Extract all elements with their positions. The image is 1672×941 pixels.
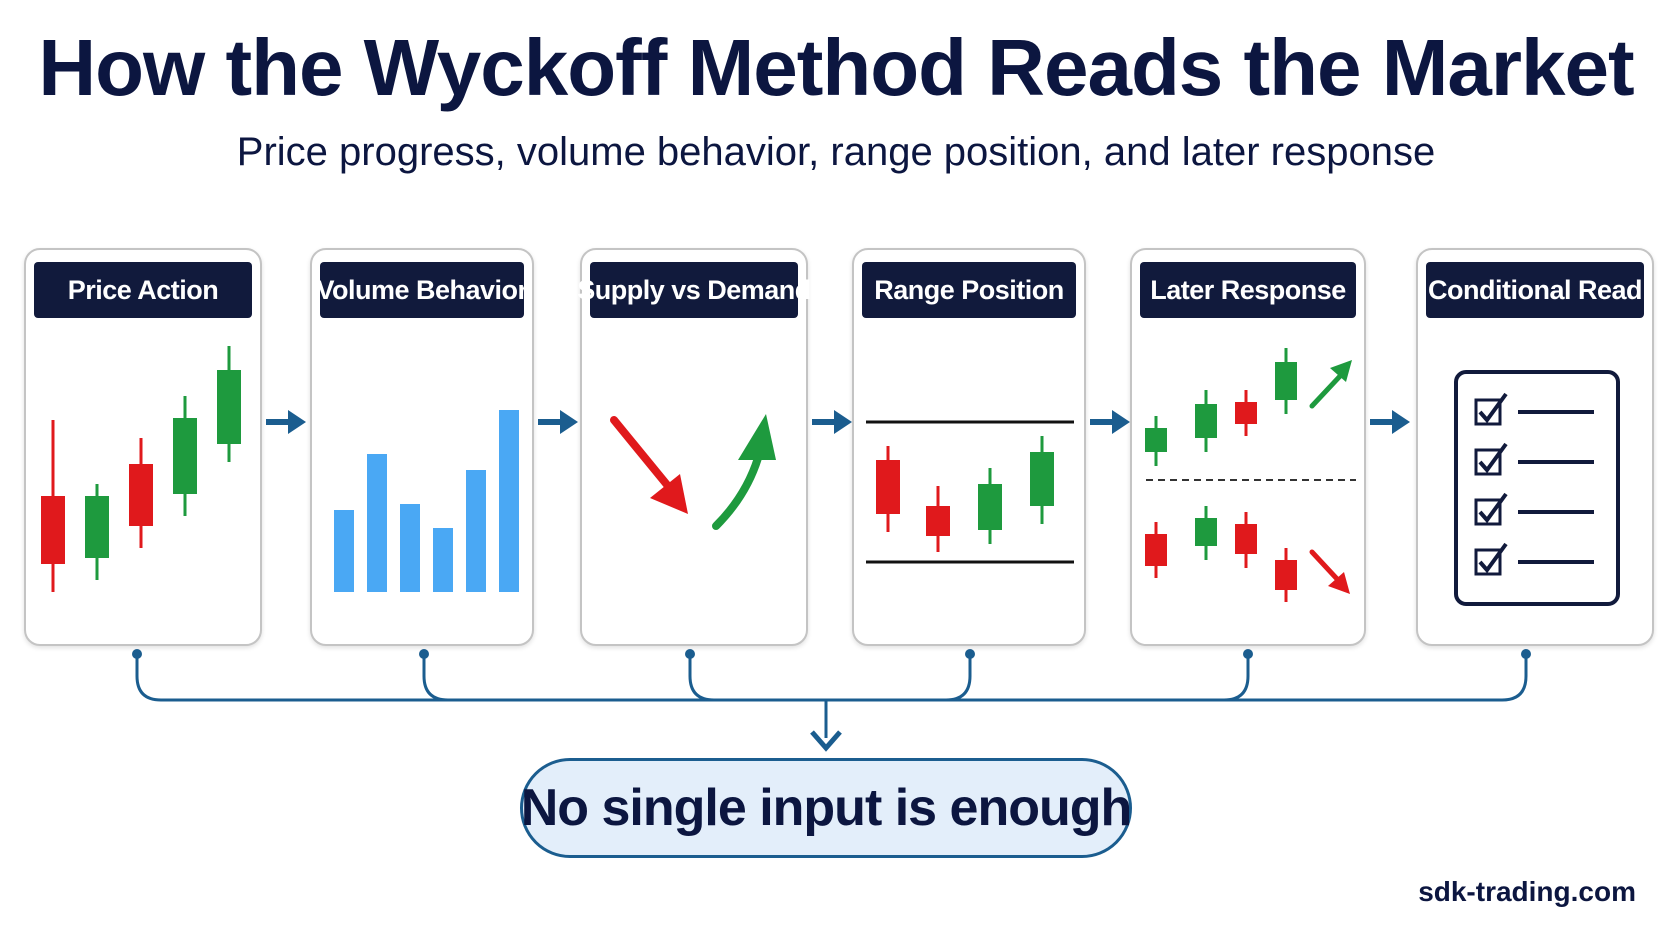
later-response-chart <box>1145 348 1356 602</box>
panel-volume-behavior: Volume Behavior <box>310 248 534 646</box>
candlestick-chart-icon <box>41 346 241 592</box>
up-arrow-icon <box>712 414 776 530</box>
candle-3 <box>978 468 1002 544</box>
range-chart-icon <box>866 420 1074 564</box>
checkbox-icon <box>1474 498 1502 526</box>
down-arrow-icon <box>810 730 842 752</box>
down-arrow-icon <box>1309 549 1350 594</box>
volume-bar <box>334 510 354 592</box>
panel-later-response: Later Response <box>1130 248 1366 646</box>
panel-conditional-read: Conditional Read <box>1416 248 1654 646</box>
arrow-right-icon <box>266 410 306 434</box>
panel-range-position: Range Position <box>852 248 1086 646</box>
checkbox-icon <box>1474 548 1502 576</box>
down-arrow-icon <box>610 416 688 514</box>
candle-3 <box>129 438 153 548</box>
volume-bars-icon <box>334 410 519 592</box>
converging-connector <box>132 649 1531 752</box>
conclusion-callout: No single input is enough <box>520 758 1132 858</box>
checklist-item <box>1474 542 1594 576</box>
panel-header-range-position: Range Position <box>862 262 1076 318</box>
candle-1 <box>876 446 900 532</box>
panel-header-later-response: Later Response <box>1140 262 1356 318</box>
supply-demand-arrows <box>610 414 776 530</box>
arrow-right-icon <box>538 410 578 434</box>
candle-1 <box>41 420 65 592</box>
arrow-right-icon <box>812 410 852 434</box>
panel-supply-vs-demand: Supply vs Demand <box>577 248 811 646</box>
checkbox-icon <box>1474 398 1502 426</box>
checklist-icon <box>1454 370 1620 606</box>
bullish-scenario <box>1145 348 1352 466</box>
volume-bar <box>499 410 519 592</box>
checklist-item <box>1474 442 1594 476</box>
checklist-item <box>1474 392 1594 426</box>
volume-bar <box>367 454 387 592</box>
panel-header-volume-behavior: Volume Behavior <box>316 262 528 318</box>
checklist-item <box>1474 492 1594 526</box>
panel-price-action: Price Action <box>24 248 262 646</box>
checkbox-icon <box>1474 448 1502 476</box>
up-arrow-icon <box>1309 360 1352 409</box>
candle-2 <box>85 484 109 580</box>
arrow-right-icon <box>1090 410 1130 434</box>
panel-header-supply-vs-demand: Supply vs Demand <box>577 262 811 318</box>
candle-4 <box>173 396 197 516</box>
volume-bar <box>466 470 486 592</box>
candle-5 <box>217 346 241 462</box>
candle-2 <box>926 486 950 552</box>
panel-header-price-action: Price Action <box>34 262 252 318</box>
candle-4 <box>1030 436 1054 524</box>
page-subtitle: Price progress, volume behavior, range p… <box>236 130 1436 174</box>
page-title: How the Wyckoff Method Reads the Market <box>38 23 1634 112</box>
volume-bar <box>433 528 453 592</box>
watermark: sdk-trading.com <box>1418 876 1636 907</box>
bearish-scenario <box>1145 506 1350 602</box>
volume-bar <box>400 504 420 592</box>
panel-header-conditional-read: Conditional Read <box>1426 262 1644 318</box>
arrow-right-icon <box>1370 410 1410 434</box>
